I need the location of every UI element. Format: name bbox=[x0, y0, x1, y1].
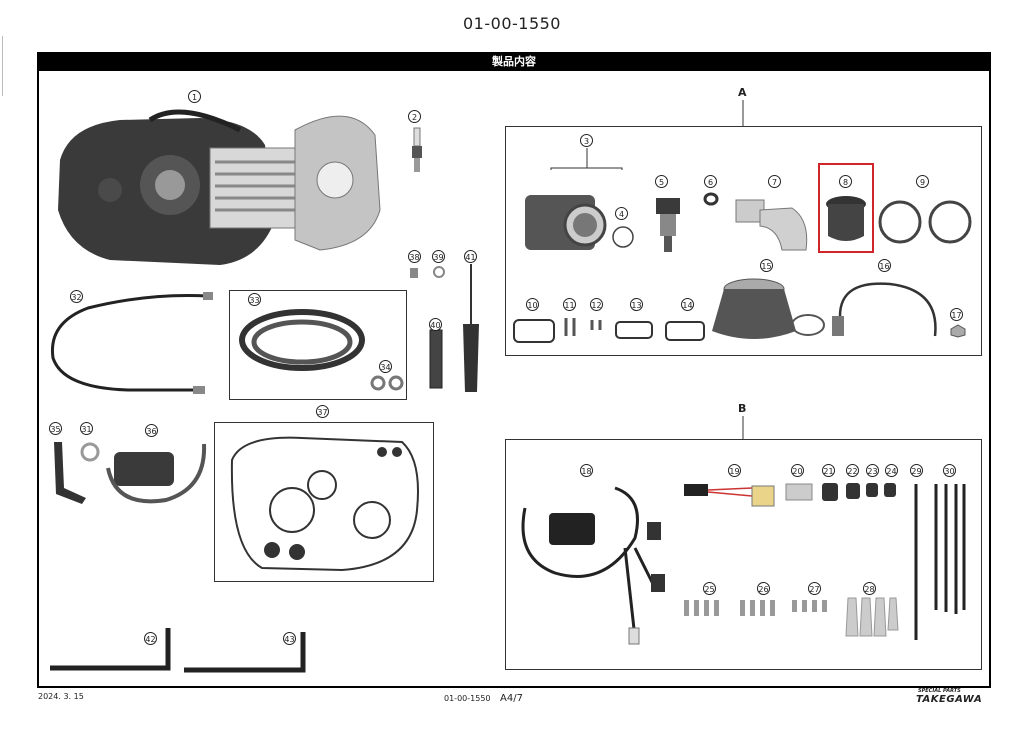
fuel-hose-illustration bbox=[239, 309, 365, 371]
callout-4: 4 bbox=[615, 207, 628, 220]
callout-16: 16 bbox=[878, 259, 891, 272]
group-a-label: A bbox=[738, 86, 747, 99]
callout-12: 12 bbox=[590, 298, 603, 311]
o-ring-illustration bbox=[703, 192, 719, 206]
callout-25: 25 bbox=[703, 582, 716, 595]
callout-27: 27 bbox=[808, 582, 821, 595]
callout-43: 43 bbox=[283, 632, 296, 645]
callout-9: 9 bbox=[916, 175, 929, 188]
callout-26: 26 bbox=[757, 582, 770, 595]
callout-34: 34 bbox=[379, 360, 392, 373]
group-a-box bbox=[505, 126, 982, 356]
hose-clamps-illustration bbox=[878, 200, 972, 244]
callout-3: 3 bbox=[580, 134, 593, 147]
group-b-label: B bbox=[738, 402, 747, 415]
callout-22: 22 bbox=[846, 464, 859, 477]
clutch-cable-illustration bbox=[50, 292, 213, 394]
footer-page: A4/7 bbox=[500, 693, 523, 704]
callout-29: 29 bbox=[910, 464, 923, 477]
callout-15: 15 bbox=[760, 259, 773, 272]
footer-brand: TAKEGAWA bbox=[916, 694, 983, 705]
terminals-illustration bbox=[684, 597, 899, 637]
engine-illustration bbox=[58, 109, 381, 265]
callout-31: 31 bbox=[80, 422, 93, 435]
small-tools-illustration bbox=[410, 264, 479, 392]
callout-40: 40 bbox=[429, 318, 442, 331]
callout-23: 23 bbox=[866, 464, 879, 477]
footer-doc-number: 01-00-1550 bbox=[444, 694, 491, 703]
group-b-leader bbox=[742, 416, 744, 440]
fuel-hose-box bbox=[229, 290, 407, 400]
group-a-leader bbox=[742, 100, 744, 126]
insulator-highlight bbox=[818, 163, 874, 253]
throttle-body-illustration bbox=[525, 195, 634, 250]
caps-illustration bbox=[785, 483, 896, 501]
insulator-illustration bbox=[826, 196, 866, 241]
section-title: 製品内容 bbox=[37, 52, 991, 71]
callout-39: 39 bbox=[432, 250, 445, 263]
footer-brand-tagline: SPECIAL PARTS bbox=[918, 688, 961, 694]
spark-plug-illustration bbox=[412, 127, 422, 172]
callout-20: 20 bbox=[791, 464, 804, 477]
callout-2: 2 bbox=[408, 110, 421, 123]
callout-17: 17 bbox=[950, 308, 963, 321]
callout-1: 1 bbox=[188, 90, 201, 103]
air-filter-illustration bbox=[712, 278, 825, 339]
callout-30: 30 bbox=[943, 464, 956, 477]
document-number: 01-00-1550 bbox=[463, 14, 561, 33]
callout-42: 42 bbox=[144, 632, 157, 645]
gasket-set-box bbox=[214, 422, 434, 582]
callout-41: 41 bbox=[464, 250, 477, 263]
callout-28: 28 bbox=[863, 582, 876, 595]
callout-5: 5 bbox=[655, 175, 668, 188]
callout-36: 36 bbox=[145, 424, 158, 437]
callout-21: 21 bbox=[822, 464, 835, 477]
gasket-set-illustration bbox=[230, 436, 419, 572]
wire-harness-illustration bbox=[521, 486, 665, 645]
callout-3-bracket bbox=[550, 148, 623, 170]
callout-38: 38 bbox=[408, 250, 421, 263]
callout-35: 35 bbox=[49, 422, 62, 435]
callout-14: 14 bbox=[681, 298, 694, 311]
callout-32: 32 bbox=[70, 290, 83, 303]
callout-10: 10 bbox=[526, 298, 539, 311]
page-edge-line bbox=[2, 36, 3, 96]
callout-13: 13 bbox=[630, 298, 643, 311]
injector-illustration bbox=[656, 198, 680, 252]
gaskets-bolts-illustration bbox=[513, 318, 705, 343]
intake-manifold-illustration bbox=[735, 199, 808, 251]
hose-clips-illustration bbox=[370, 375, 404, 391]
callout-7: 7 bbox=[768, 175, 781, 188]
callout-8: 8 bbox=[839, 175, 852, 188]
footer-date: 2024. 3. 15 bbox=[38, 692, 84, 701]
callout-37: 37 bbox=[316, 405, 329, 418]
nut-illustration bbox=[950, 324, 966, 338]
group-b-box bbox=[505, 439, 982, 670]
callout-19: 19 bbox=[728, 464, 741, 477]
callout-24: 24 bbox=[885, 464, 898, 477]
callout-11: 11 bbox=[563, 298, 576, 311]
hex-wrenches-illustration bbox=[50, 628, 306, 673]
sub-harness-illustration bbox=[684, 484, 775, 507]
throttle-cable-illustration bbox=[832, 282, 937, 337]
ignition-parts-illustration bbox=[54, 442, 207, 504]
callout-6: 6 bbox=[704, 175, 717, 188]
callout-18: 18 bbox=[580, 464, 593, 477]
callout-33: 33 bbox=[248, 293, 261, 306]
cable-ties-illustration bbox=[914, 484, 966, 640]
